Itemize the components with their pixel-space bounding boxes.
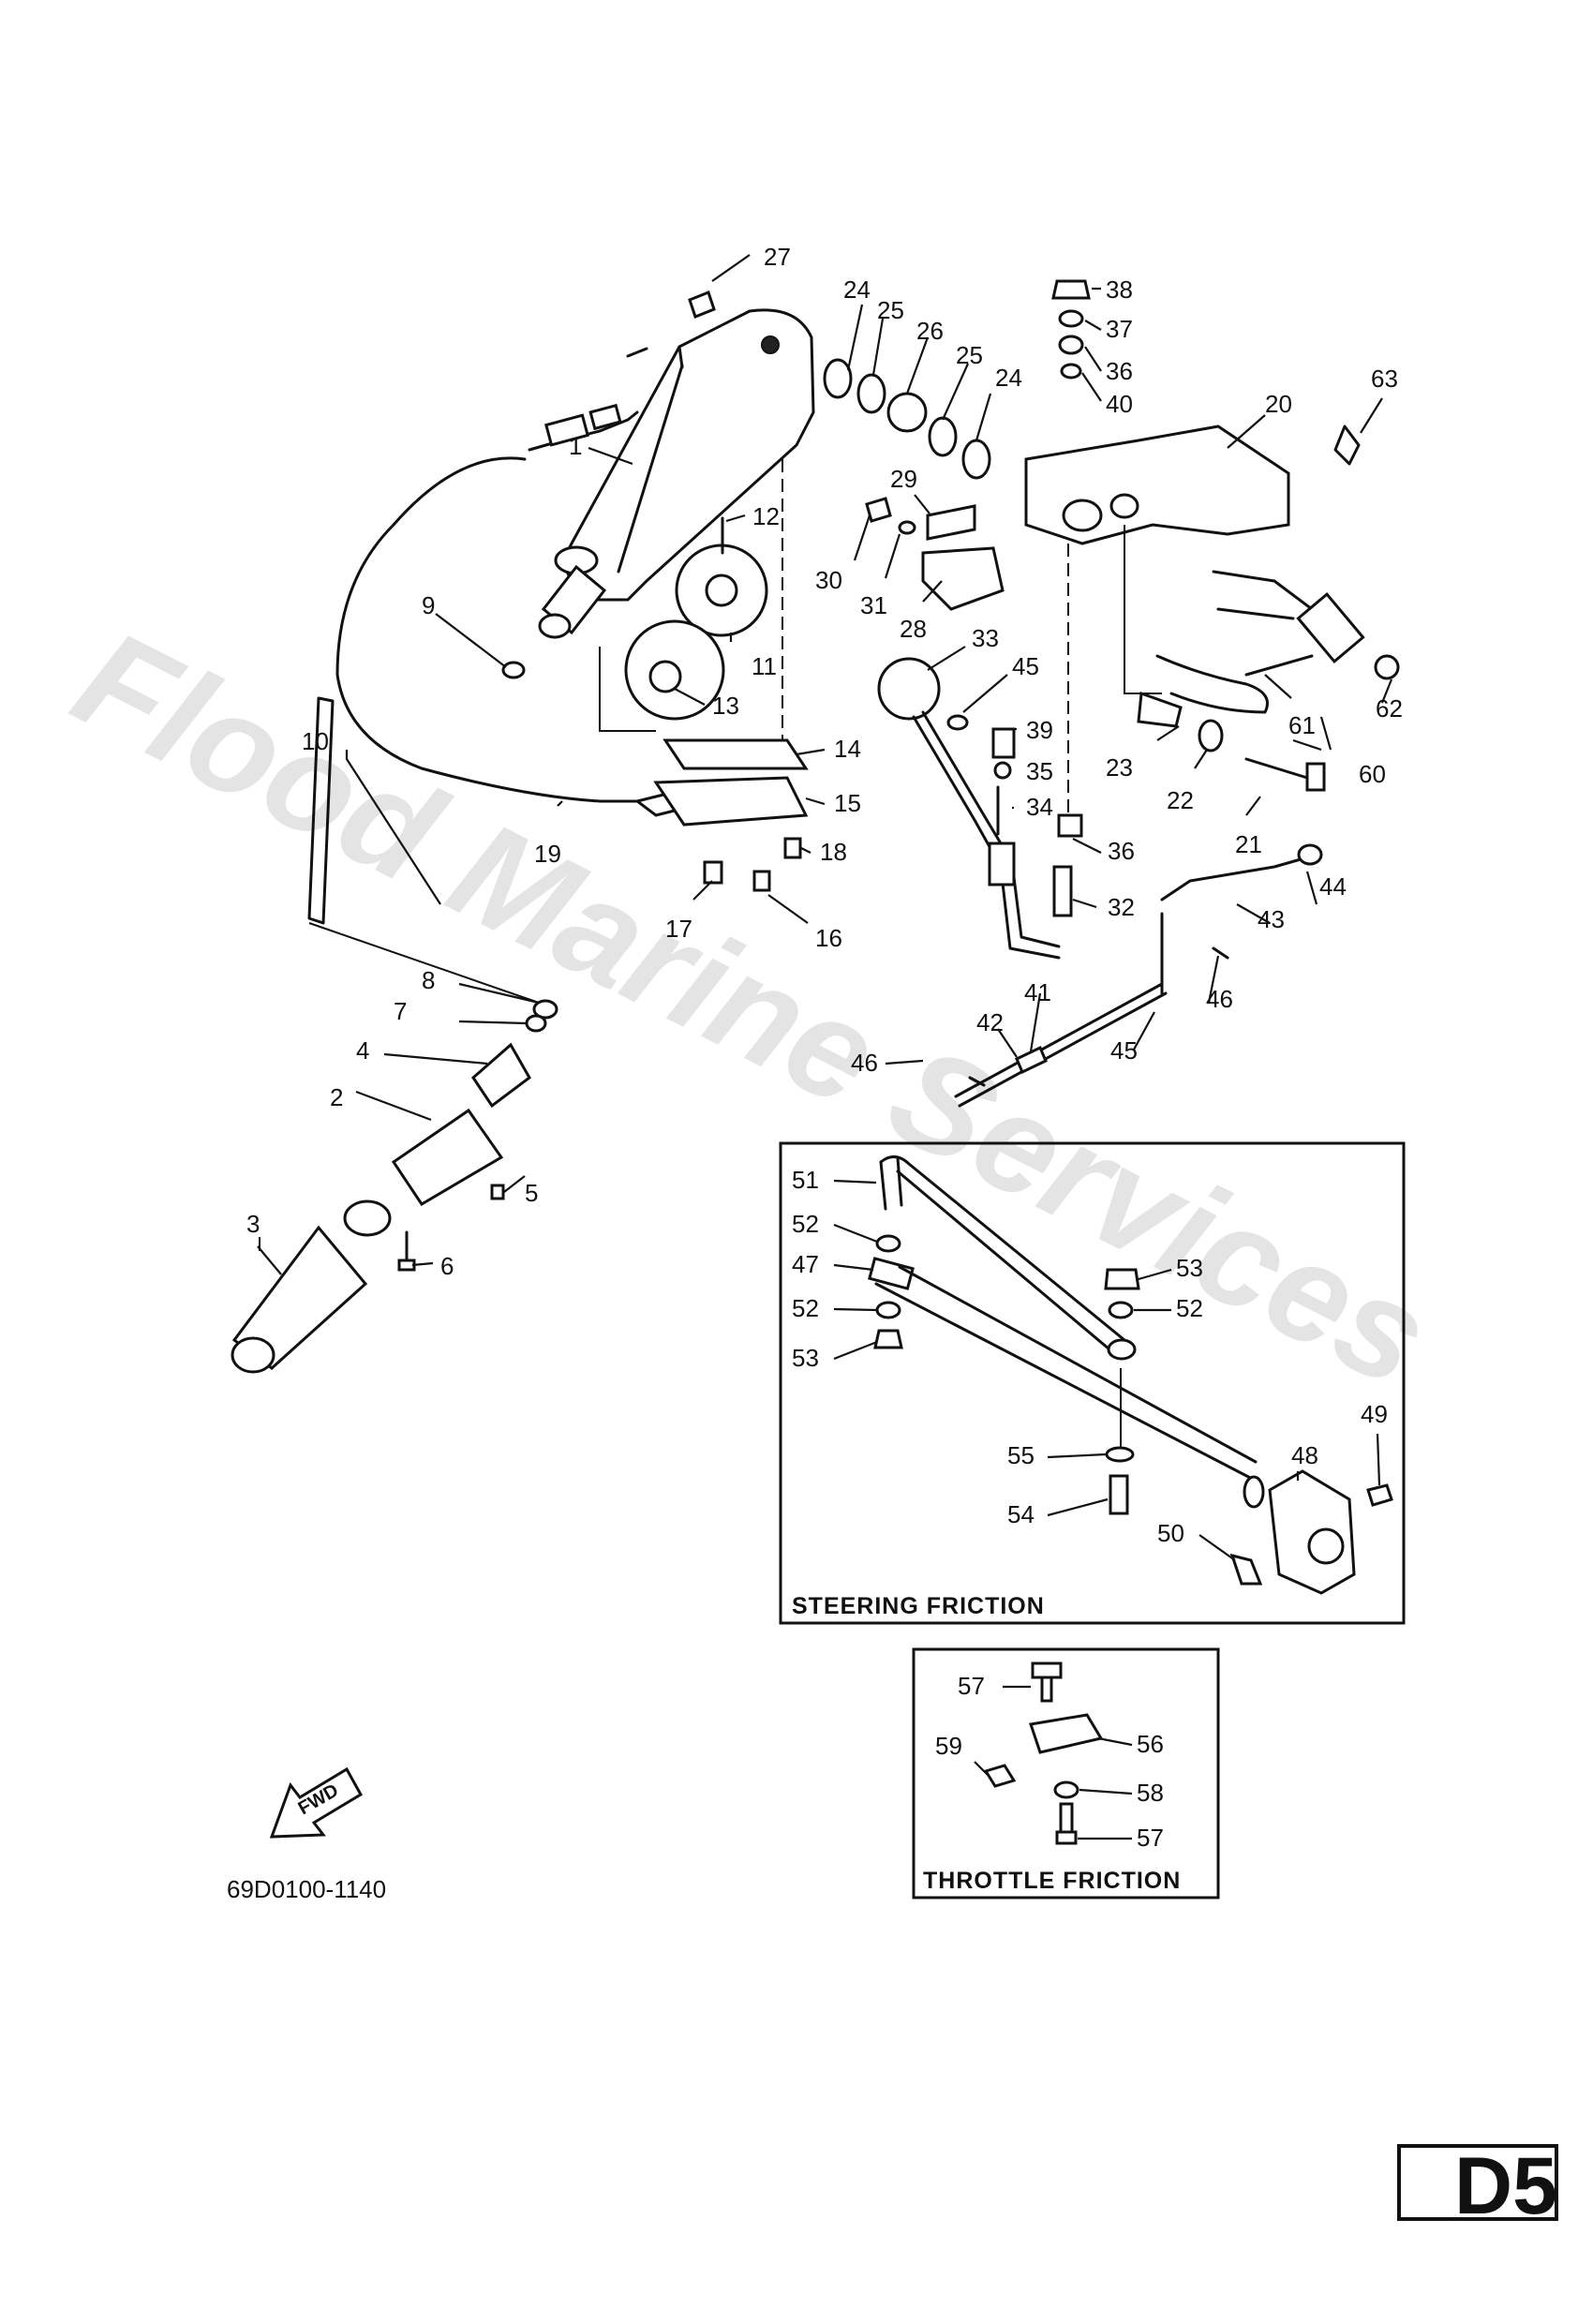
callout: 46	[851, 1049, 878, 1077]
callout: 48	[1291, 1441, 1318, 1469]
callout: 53	[1176, 1254, 1203, 1282]
callout: 27	[764, 243, 791, 271]
callout: 20	[1265, 390, 1292, 418]
callout: 45	[1110, 1036, 1138, 1065]
callout: 57	[958, 1672, 985, 1700]
link-rod-part	[954, 843, 1323, 1108]
callout: 19	[534, 840, 561, 868]
callout: 7	[394, 997, 407, 1025]
page-code-box: D5	[1397, 2141, 1558, 2231]
callout: 9	[422, 591, 435, 619]
callout: 13	[712, 692, 739, 720]
washer-stack	[688, 290, 991, 480]
callout: 23	[1106, 753, 1133, 782]
panel-leader-lines	[833, 1179, 1381, 1840]
callout: 29	[890, 465, 917, 493]
callout: 46	[1206, 985, 1233, 1013]
callout: 40	[1106, 390, 1133, 418]
callout: 17	[665, 915, 692, 943]
callout: 52	[1176, 1294, 1203, 1322]
leader-lines	[257, 254, 1393, 1275]
callout: 43	[1258, 905, 1285, 933]
lever-bracket	[865, 497, 1005, 611]
callout: 28	[900, 615, 927, 643]
callout: 57	[1137, 1824, 1164, 1852]
callout: 12	[752, 502, 780, 530]
callout: 51	[792, 1166, 819, 1194]
callout: 56	[1137, 1730, 1164, 1758]
callout: 45	[1012, 652, 1039, 680]
callout: 52	[792, 1210, 819, 1238]
callout: 59	[935, 1732, 962, 1760]
callout: 6	[440, 1252, 454, 1280]
callout: 37	[1106, 315, 1133, 343]
callout: 3	[246, 1210, 260, 1238]
callout: 54	[1007, 1500, 1035, 1528]
callout: 5	[525, 1179, 538, 1207]
callout: 53	[792, 1344, 819, 1372]
small-fasteners	[397, 516, 1229, 1272]
callout: 44	[1319, 872, 1347, 901]
diagram-code: 69D0100-1140	[227, 1875, 386, 1903]
shift-lever-part	[877, 657, 1073, 960]
callout: 10	[302, 727, 329, 755]
callout: 18	[820, 838, 847, 866]
callout: 58	[1137, 1779, 1164, 1807]
callout: 61	[1288, 711, 1316, 739]
callout: 39	[1026, 716, 1053, 744]
callout: 36	[1106, 357, 1133, 385]
callout: 24	[995, 364, 1022, 392]
callout: 24	[843, 276, 871, 304]
callout: 47	[792, 1250, 819, 1278]
page-code: D5	[1454, 2141, 1557, 2231]
callout: 8	[422, 966, 435, 994]
throttle-friction-label: THROTTLE FRICTION	[923, 1868, 1181, 1894]
callout: 25	[877, 296, 904, 324]
callout: 32	[1108, 893, 1135, 921]
callout: 62	[1376, 694, 1403, 723]
callout: 49	[1361, 1400, 1388, 1428]
callout: 30	[815, 566, 842, 594]
spring-clip-parts	[1137, 425, 1400, 792]
callout: 34	[1026, 793, 1053, 821]
callout: 26	[916, 317, 944, 345]
steering-friction-panel	[779, 1141, 1406, 1625]
callout: 33	[972, 624, 999, 652]
callout: 41	[1024, 978, 1051, 1006]
callout: 4	[356, 1036, 369, 1065]
callout: 63	[1371, 365, 1398, 393]
watermark: Flood Marine Services	[52, 599, 1452, 1417]
callout: 11	[752, 652, 777, 680]
pivot-bracket-part	[1024, 425, 1290, 825]
callout: 22	[1167, 786, 1194, 814]
callout: 14	[834, 735, 861, 763]
throttle-friction-panel	[912, 1647, 1220, 1899]
shaft-part	[307, 696, 540, 1004]
callout: 36	[1108, 837, 1135, 865]
callout: 21	[1235, 830, 1262, 858]
fwd-arrow-icon: FWD	[269, 1766, 364, 1839]
fastener-stack	[1051, 279, 1091, 838]
throttle-gear-part	[599, 459, 809, 827]
callout: 60	[1359, 760, 1386, 788]
callout: 16	[815, 924, 842, 952]
grip-parts	[231, 999, 558, 1374]
callout: 52	[792, 1294, 819, 1322]
callout: 38	[1106, 276, 1133, 304]
tiller-handle-part	[538, 308, 815, 639]
callout-labels: 27 24 25 26 25 24 38 37 36 40 20 63 1 29…	[246, 243, 1403, 1852]
callout: 50	[1157, 1519, 1184, 1547]
callout: 2	[330, 1083, 343, 1111]
callout: 1	[569, 432, 582, 460]
callout: 35	[1026, 757, 1053, 785]
steering-friction-label: STEERING FRICTION	[792, 1593, 1045, 1619]
callout: 42	[976, 1008, 1004, 1036]
callout: 25	[956, 341, 983, 369]
callout: 55	[1007, 1441, 1035, 1469]
callout: 15	[834, 789, 861, 817]
callout: 31	[860, 591, 887, 619]
